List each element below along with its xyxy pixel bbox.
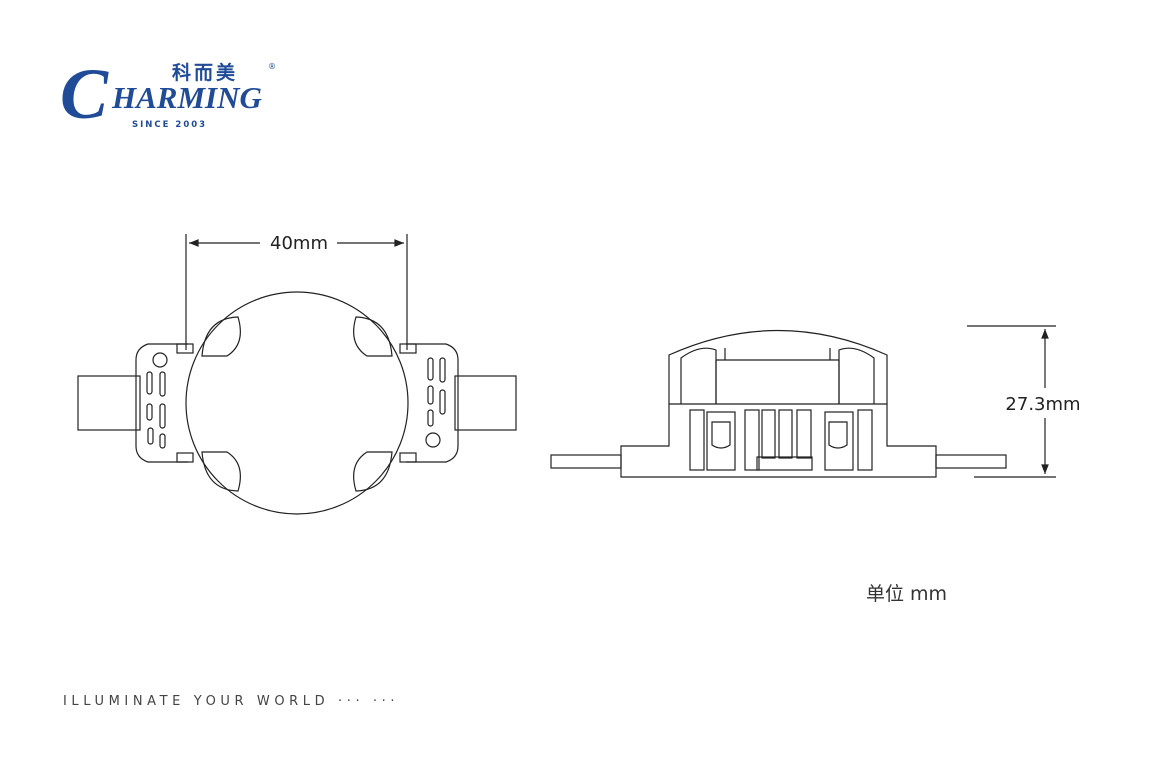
left-ear: [135, 343, 188, 463]
top-view: [77, 291, 517, 515]
registered-mark: ®: [268, 62, 276, 71]
left-mount-hole: [152, 352, 168, 368]
right-connector: [824, 411, 854, 471]
side-left-wire: [550, 454, 622, 469]
center-bar: [756, 456, 813, 471]
side-dome: [668, 329, 888, 404]
slogan: ILLUMINATE YOUR WORLD ··· ···: [63, 694, 400, 709]
side-right-wire: [935, 454, 1007, 469]
logo-chinese-name: 科而美: [172, 62, 239, 84]
housing-circle: [185, 291, 409, 515]
lobe-top-left: [201, 316, 241, 357]
lobe-top-right: [353, 316, 393, 357]
height-label: 27.3mm: [1005, 394, 1080, 415]
logo-wordmark: HARMING: [112, 80, 262, 115]
right-wire: [454, 375, 517, 431]
logo-initial: C: [60, 54, 109, 134]
side-view: [550, 329, 1007, 478]
brand-logo: C HARMING 科而美 ® SINCE 2003: [60, 58, 280, 138]
lobe-bottom-left: [201, 451, 241, 492]
left-wire: [77, 375, 141, 431]
left-connector: [706, 411, 736, 471]
width-dimension: [185, 234, 408, 350]
unit-note: 单位 mm: [866, 583, 948, 605]
height-dimension: [967, 325, 1056, 478]
right-ear: [406, 343, 459, 463]
lobe-bottom-right: [353, 451, 393, 492]
right-mount-hole: [425, 432, 441, 448]
width-label: 40mm: [270, 233, 328, 254]
side-base: [620, 403, 937, 478]
logo-since: SINCE 2003: [132, 120, 208, 130]
